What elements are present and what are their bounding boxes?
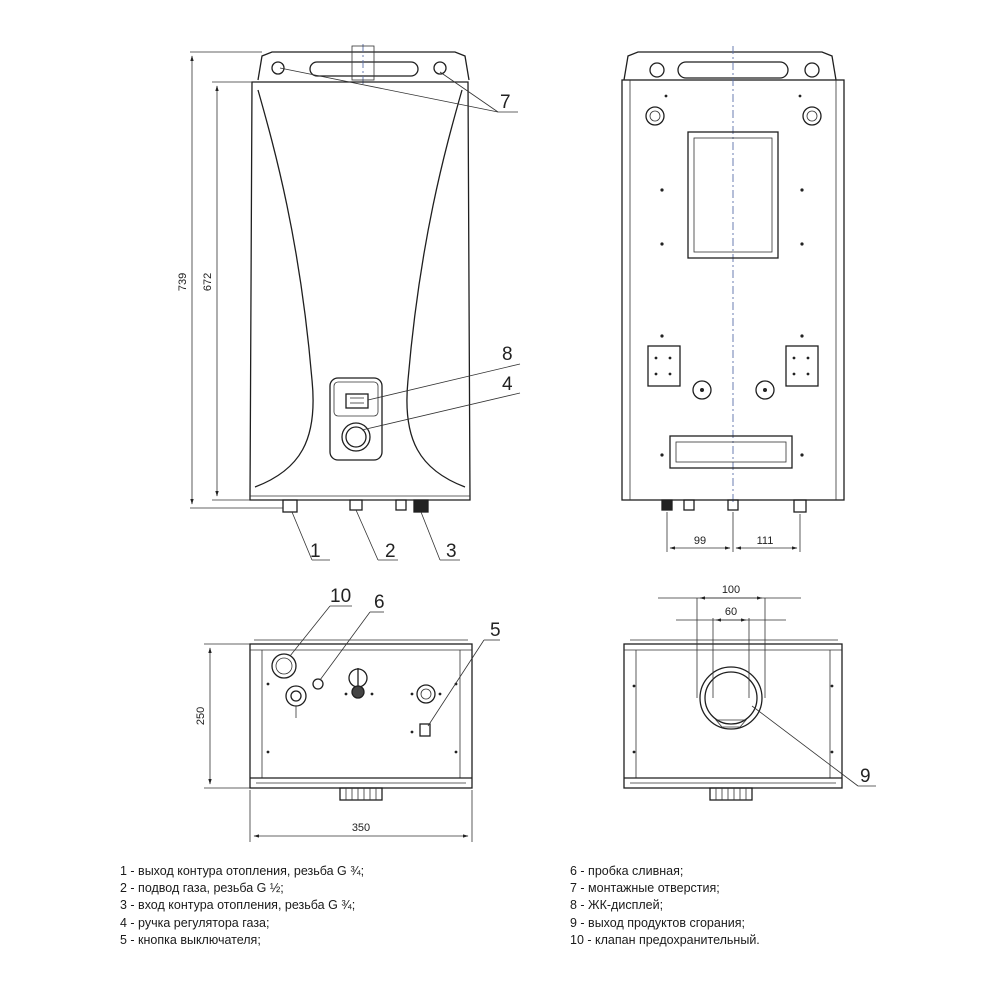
dim-width: 350 xyxy=(352,822,370,834)
dim-pipe-spacing-right: 111 xyxy=(757,535,774,547)
callout-5: 5 xyxy=(490,620,501,641)
dim-flue-outer: 100 xyxy=(722,584,740,596)
legend-item-5: 5 - кнопка выключателя; xyxy=(120,932,261,947)
top-view xyxy=(623,596,876,801)
callout-7: 7 xyxy=(500,92,511,113)
legend-item-7: 7 - монтажные отверстия; xyxy=(570,881,720,896)
legend-item-3: 3 - вход контура отопления, резьба G ¾; xyxy=(120,898,356,913)
legend-left: 1 - выход контура отопления, резьба G ¾;… xyxy=(120,863,364,949)
rear-view xyxy=(621,46,845,552)
legend-item-6: 6 - пробка сливная; xyxy=(570,864,684,878)
dim-total-height: 739 xyxy=(177,273,189,291)
legend-item-1: 1 - выход контура отопления, резьба G ¾; xyxy=(120,864,365,878)
front-view xyxy=(190,44,521,561)
callout-3: 3 xyxy=(446,541,457,562)
callout-2: 2 xyxy=(385,541,396,562)
legend-item-4: 4 - ручка регулятора газа; xyxy=(120,915,270,930)
legend-right: 6 - пробка сливная; 7 - монтажные отверс… xyxy=(570,863,760,949)
callout-6: 6 xyxy=(374,592,385,613)
dim-pipe-spacing-left: 99 xyxy=(694,535,706,547)
dim-depth: 250 xyxy=(195,707,207,725)
callout-8: 8 xyxy=(502,344,513,365)
callout-10: 10 xyxy=(330,586,351,607)
bottom-view xyxy=(204,605,500,842)
callout-9: 9 xyxy=(860,766,871,787)
callout-4: 4 xyxy=(502,374,513,395)
callout-1: 1 xyxy=(310,541,321,562)
legend-item-8: 8 - ЖК-дисплей; xyxy=(570,898,664,913)
legend-item-9: 9 - выход продуктов сгорания; xyxy=(570,915,745,930)
dim-flue-inner: 60 xyxy=(725,606,737,618)
legend-item-2: 2 - подвод газа, резьба G ½; xyxy=(120,881,284,896)
legend-item-10: 10 - клапан предохранительный. xyxy=(570,932,760,947)
dim-body-height: 672 xyxy=(202,273,214,291)
